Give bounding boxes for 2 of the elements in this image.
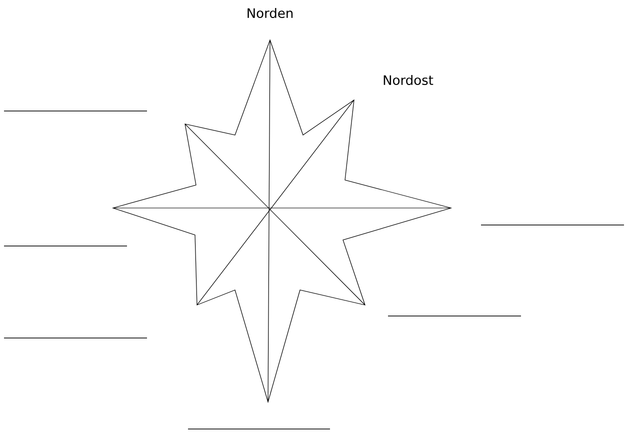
direction-label: Norden [248,8,293,18]
direction-label: Nordost [384,74,434,86]
